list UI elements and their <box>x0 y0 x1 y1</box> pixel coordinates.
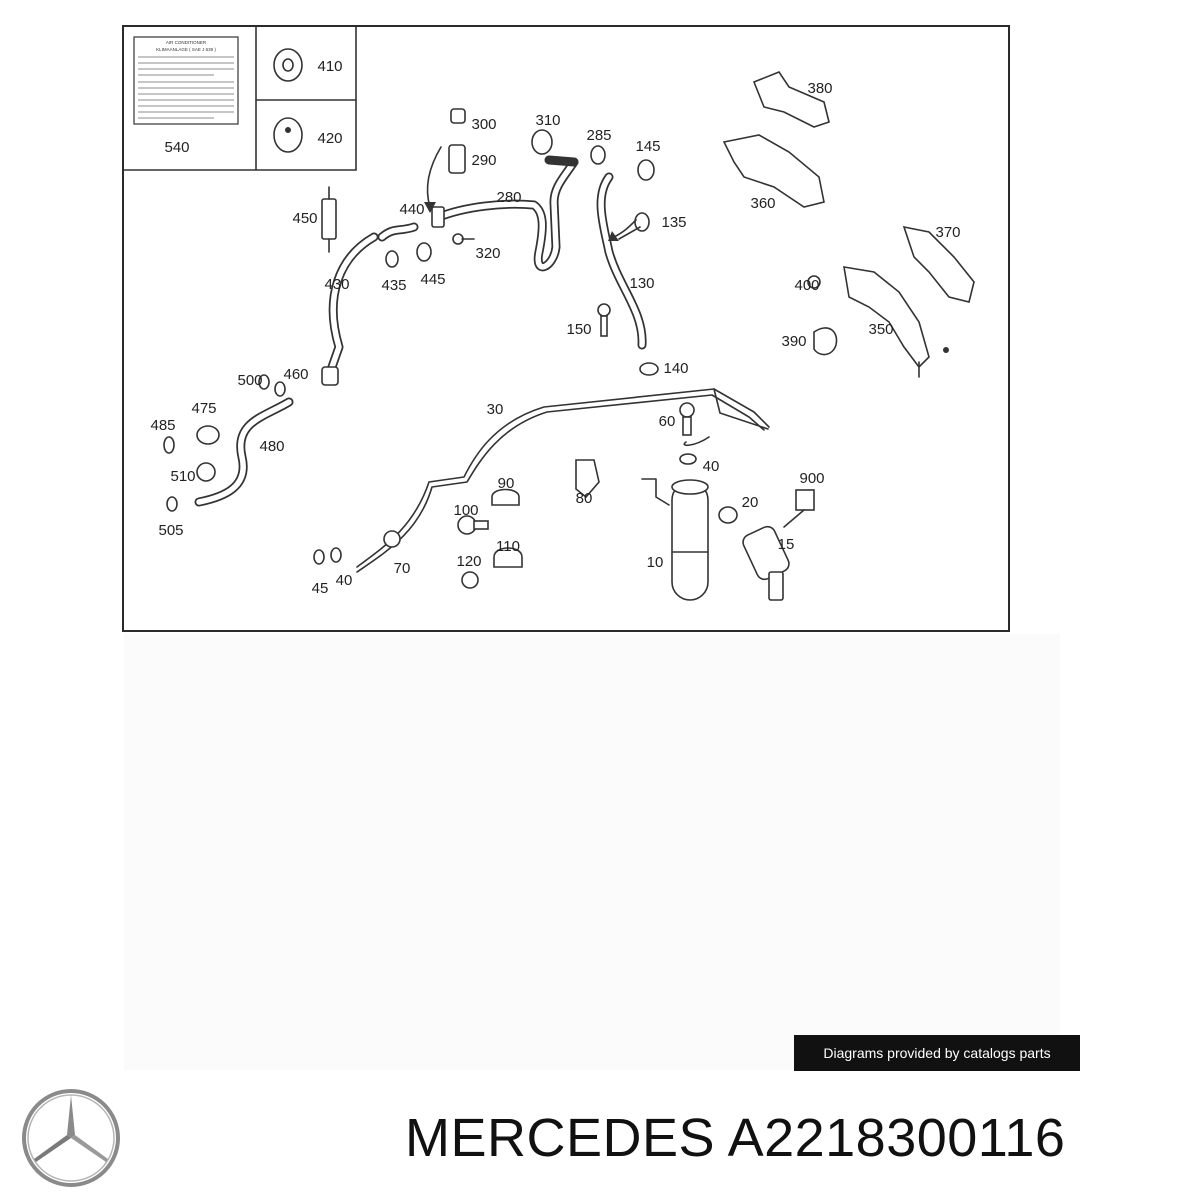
brackets <box>722 71 975 378</box>
callout-505: 505 <box>158 522 183 539</box>
callout-45: 45 <box>312 580 329 597</box>
diagram-blank-area <box>124 634 1060 1070</box>
callout-430: 430 <box>324 276 349 293</box>
callout-450: 450 <box>292 210 317 227</box>
pointer-arrows <box>424 146 637 241</box>
mercedes-star-logo-icon <box>22 1089 120 1187</box>
callout-labels: 540 410 420 300 290 310 285 145 380 360 … <box>150 58 960 597</box>
callout-290: 290 <box>471 152 496 169</box>
part-title: MERCEDES A2218300116 <box>405 1108 1066 1168</box>
callout-30: 30 <box>487 401 504 418</box>
callout-475: 475 <box>191 400 216 417</box>
label-box-group: AIR CONDITIONER KLIMAANLAGE ( SAE J 639 … <box>124 27 357 171</box>
callout-60: 60 <box>659 413 676 430</box>
callout-300: 300 <box>471 116 496 133</box>
callout-900: 900 <box>799 470 824 487</box>
callout-320: 320 <box>475 245 500 262</box>
callout-20: 20 <box>742 494 759 511</box>
callout-100: 100 <box>453 502 478 519</box>
diagram-drawing: AIR CONDITIONER KLIMAANLAGE ( SAE J 639 … <box>124 27 975 601</box>
callout-120: 120 <box>456 553 481 570</box>
callout-110: 110 <box>496 538 520 555</box>
callout-280: 280 <box>496 189 521 206</box>
callout-460: 460 <box>283 366 308 383</box>
hose-lines <box>194 157 770 573</box>
sticker-icon <box>133 36 239 125</box>
callout-350: 350 <box>868 321 893 338</box>
callout-380: 380 <box>807 80 832 97</box>
callout-145: 145 <box>635 138 660 155</box>
callout-540: 540 <box>164 139 189 156</box>
callout-40-lower: 40 <box>336 572 353 589</box>
callout-400: 400 <box>794 277 819 294</box>
callout-440: 440 <box>399 201 424 218</box>
sticker-line1: AIR CONDITIONER <box>166 40 207 45</box>
cap-410-icon <box>273 48 303 82</box>
callout-135: 135 <box>661 214 686 231</box>
parts-diagram: AIR CONDITIONER KLIMAANLAGE ( SAE J 639 … <box>122 25 1010 632</box>
callout-140: 140 <box>663 360 688 377</box>
callout-310: 310 <box>535 112 560 129</box>
callout-10: 10 <box>647 554 664 571</box>
callout-445: 445 <box>420 271 445 288</box>
callout-370: 370 <box>935 224 960 241</box>
callout-390: 390 <box>781 333 806 350</box>
cap-420-icon <box>273 117 303 153</box>
callout-150: 150 <box>566 321 591 338</box>
callout-80: 80 <box>576 490 593 507</box>
callout-435: 435 <box>381 277 406 294</box>
callout-420: 420 <box>317 130 342 147</box>
callout-360: 360 <box>750 195 775 212</box>
callout-480: 480 <box>259 438 284 455</box>
callout-410: 410 <box>317 58 342 75</box>
callout-510: 510 <box>170 468 195 485</box>
credit-badge: Diagrams provided by catalogs parts <box>794 1035 1080 1071</box>
sticker-line2: KLIMAANLAGE ( SAE J 639 ) <box>156 47 216 52</box>
callout-70: 70 <box>394 560 411 577</box>
callout-285: 285 <box>586 127 611 144</box>
fittings <box>163 108 815 601</box>
callout-130: 130 <box>629 275 654 292</box>
callout-500: 500 <box>237 372 262 389</box>
callout-90: 90 <box>498 475 515 492</box>
callout-15: 15 <box>778 536 795 553</box>
callout-40-upper: 40 <box>703 458 720 475</box>
callout-485: 485 <box>150 417 175 434</box>
